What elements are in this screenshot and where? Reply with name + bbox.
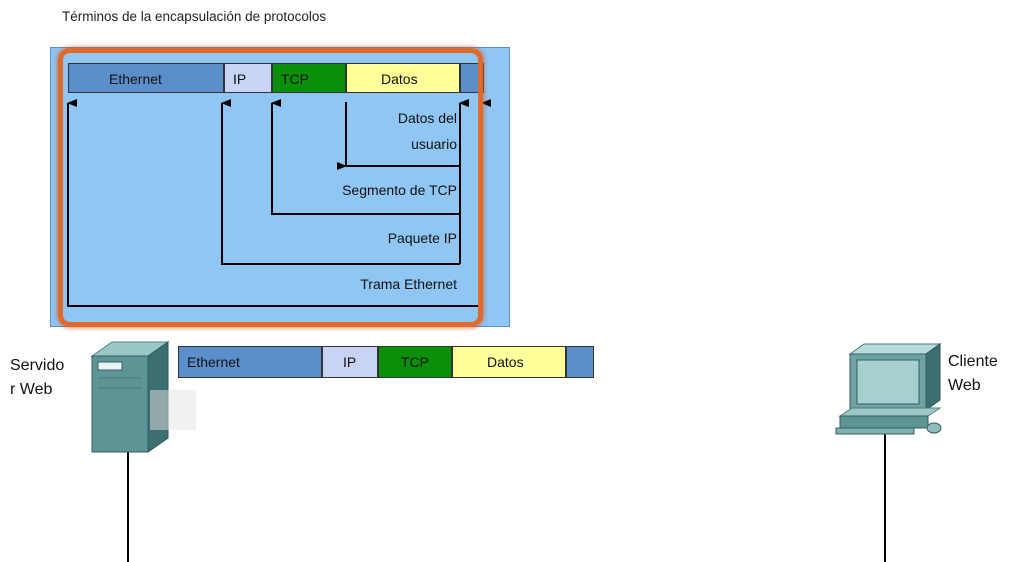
- frame-highlight: [58, 48, 483, 327]
- top-ethernet-header: Ethernet: [68, 63, 224, 93]
- server-icon: [90, 341, 196, 453]
- bottom-data: Datos: [452, 346, 566, 378]
- server-label-line2: r Web: [10, 381, 53, 398]
- bottom-ethernet-header: Ethernet: [178, 346, 322, 378]
- server-label: Servido r Web: [10, 354, 64, 402]
- top-data: Datos: [346, 63, 460, 93]
- client-label: Cliente Web: [948, 350, 998, 398]
- bottom-trailer: [566, 346, 594, 378]
- client-pc-icon: [835, 343, 942, 435]
- top-tcp-header: TCP: [272, 63, 346, 93]
- bottom-tcp-header: TCP: [378, 346, 452, 378]
- top-ip-header: IP: [224, 63, 272, 93]
- bottom-ip-header: IP: [322, 346, 378, 378]
- server-label-line1: Servido: [10, 357, 65, 374]
- diagram-title: Términos de la encapsulación de protocol…: [62, 9, 327, 24]
- label-user-data-1: Datos del: [397, 110, 457, 126]
- label-ethernet-frame: Trama Ethernet: [360, 276, 457, 292]
- label-user-data-2: usuario: [411, 136, 457, 152]
- label-ip-packet: Paquete IP: [387, 230, 457, 246]
- client-label-line2: Web: [948, 377, 981, 394]
- client-label-line1: Cliente: [948, 353, 998, 370]
- label-tcp-segment: Segmento de TCP: [342, 182, 457, 198]
- encapsulation-panel: [50, 47, 510, 327]
